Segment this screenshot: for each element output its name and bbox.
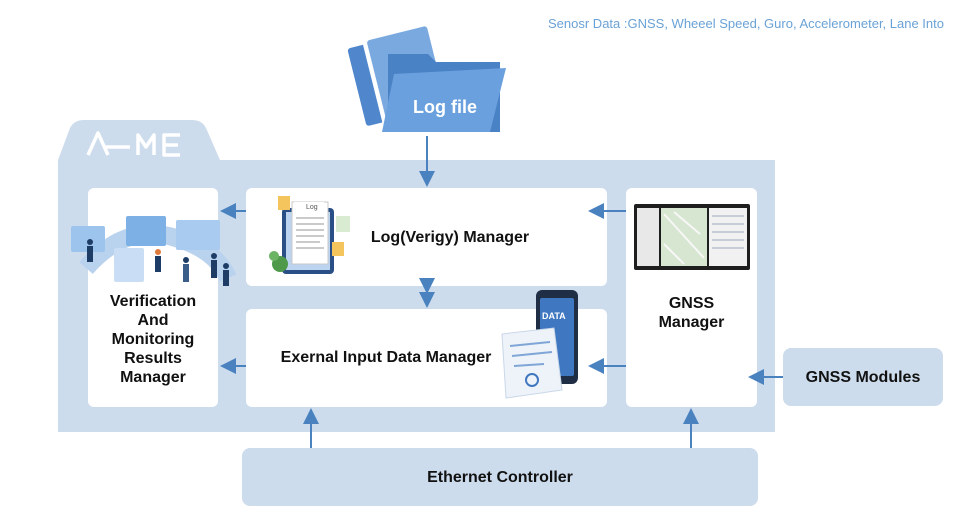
gnss-manager-label-line: GNSS [668, 295, 715, 312]
gnss-manager-label: GNSS Manager [626, 294, 757, 332]
verification-label: Verification And Monitoring Results Mana… [88, 292, 218, 387]
data-phone-illustration [501, 290, 578, 399]
verification-label-line: Results [124, 350, 182, 367]
sensor-data-note: Senosr Data :GNSS, Wheeel Speed, Guro, A… [548, 16, 944, 31]
log-file-label: Log file [413, 97, 477, 117]
ethernet-controller-box[interactable] [242, 448, 758, 506]
gnss-modules-box[interactable] [783, 348, 943, 406]
ame-logo [86, 131, 180, 157]
verification-label-line: Verification [109, 293, 197, 310]
phone-data-tag: DATA [542, 311, 566, 321]
gnss-manager-label-line: Manager [658, 314, 725, 331]
log-manager-label: Log(Verigy) Manager [370, 229, 530, 246]
log-doc-tag: Log [306, 204, 318, 211]
gnss-map-screen-icon [634, 204, 750, 270]
verification-label-line: And [137, 312, 169, 329]
ethernet-controller-label: Ethernet Controller [427, 469, 573, 486]
verification-label-line: Monitoring [111, 331, 195, 348]
external-input-label: Exernal Input Data Manager [280, 349, 492, 366]
monitoring-team-illustration [71, 216, 237, 286]
verification-label-line: Manager [120, 369, 186, 386]
log-file-folder-icon [347, 26, 506, 132]
log-document-tablet-icon [269, 196, 350, 274]
gnss-modules-label: GNSS Modules [805, 369, 921, 386]
